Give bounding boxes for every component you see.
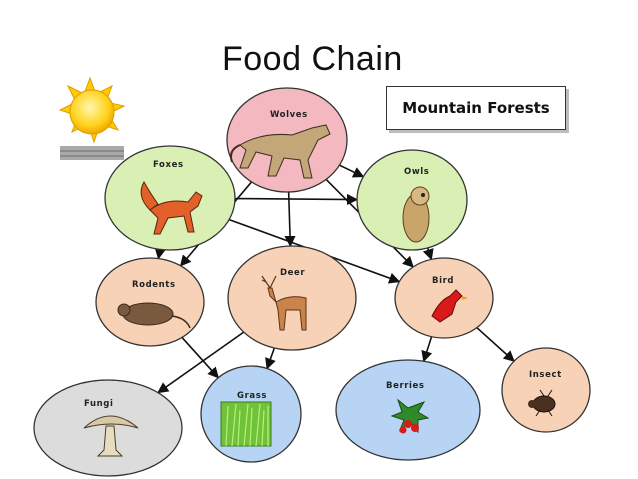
node-insect-label: Insect: [529, 370, 562, 380]
node-insect: Insect: [501, 347, 591, 433]
deer-icon: [261, 275, 307, 331]
node-bird-shape: [394, 257, 494, 339]
node-deer-label: Deer: [280, 268, 305, 278]
arrow-deer-to-grass: [265, 347, 276, 370]
arrow-deer-to-fungi: [157, 331, 245, 394]
owl-icon: [402, 186, 430, 243]
node-insect-shape: [501, 347, 591, 433]
node-rodents-shape: [95, 257, 205, 347]
node-bird: Bird: [394, 257, 494, 339]
node-foxes-label: Foxes: [153, 160, 184, 170]
arrow-bird-to-insect: [476, 327, 515, 362]
node-rodents-label: Rodents: [132, 280, 176, 290]
node-foxes-shape: [104, 145, 236, 251]
sun-icon: [58, 76, 126, 160]
node-bird-label: Bird: [432, 276, 454, 286]
arrow-owls-to-bird: [422, 247, 434, 261]
region-label: Mountain Forests: [386, 86, 566, 130]
node-wolves-label: Wolves: [270, 110, 308, 120]
rodent-icon: [117, 302, 191, 329]
node-fungi: Fungi: [33, 379, 183, 477]
arrow-bird-to-berries: [421, 336, 433, 363]
bird-icon: [431, 289, 468, 323]
node-foxes: Foxes: [104, 145, 236, 251]
insect-icon: [528, 389, 556, 417]
arrow-foxes-to-rodents: [154, 247, 166, 260]
grass-icon: [220, 401, 272, 447]
arrow-wolves-to-deer: [284, 191, 296, 248]
fox-icon: [140, 180, 203, 235]
node-grass: Grass: [200, 365, 302, 463]
page-title: Food Chain: [222, 40, 403, 78]
node-owls: Owls: [356, 149, 468, 251]
arrow-wolves-to-owls: [339, 164, 365, 178]
arrow-rodents-to-grass: [181, 336, 220, 379]
node-rodents: Rodents: [95, 257, 205, 347]
node-berries: Berries: [335, 359, 481, 461]
fungi-icon: [83, 415, 139, 457]
arrow-foxes-to-owls: [234, 193, 359, 206]
node-fungi-label: Fungi: [84, 399, 113, 409]
berries-icon: [390, 398, 430, 434]
node-deer: Deer: [227, 245, 357, 351]
node-berries-label: Berries: [386, 381, 425, 391]
wolf-icon: [230, 124, 331, 179]
node-grass-label: Grass: [237, 391, 267, 401]
node-owls-label: Owls: [404, 167, 429, 177]
node-wolves: Wolves: [226, 87, 348, 193]
